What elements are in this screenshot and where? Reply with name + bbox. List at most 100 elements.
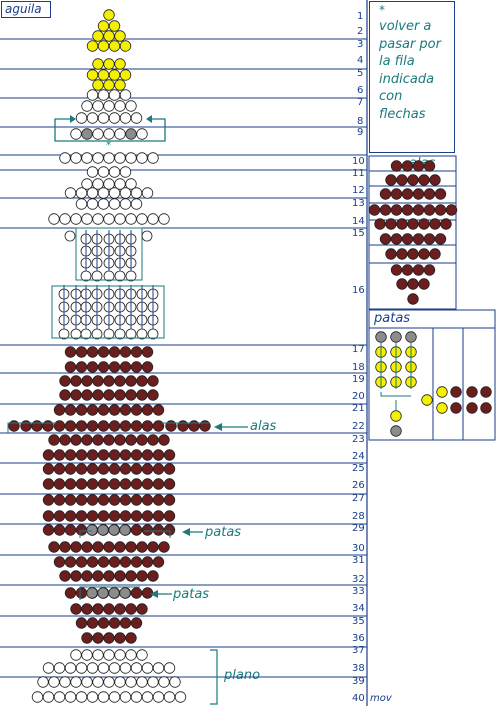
bead [130,662,143,674]
bead [152,478,165,490]
bead [130,112,143,124]
bead [92,632,104,644]
bead [114,152,126,164]
bead [81,676,93,688]
title-box: aguila [1,1,51,18]
bead [434,188,447,200]
bead [86,478,99,490]
bead [130,463,143,475]
bead [59,434,71,446]
bead [125,178,137,190]
bead [37,676,49,688]
bead [75,361,88,373]
bead [108,587,120,599]
bead [97,478,110,490]
bead [86,346,99,358]
bead [407,174,419,186]
bead [147,570,159,582]
patas-arrow-label-2: patas [173,587,210,602]
bead [108,69,121,81]
bead [158,434,170,446]
bead [125,213,137,225]
bead [103,541,115,553]
bead [136,434,148,446]
bead [86,691,99,703]
bead [92,570,104,582]
row-number: 33 [352,586,365,597]
bead [81,570,93,582]
bead [108,20,121,32]
row-number: 10 [352,156,365,167]
bead [130,587,143,599]
bead [64,556,77,568]
bead [75,494,88,506]
bead [31,420,43,432]
note-line-5: con [379,89,403,104]
bead [418,218,430,230]
bead [114,434,126,446]
bead [108,510,121,522]
bead [418,174,430,186]
bead [390,160,403,172]
thread-line [380,392,411,397]
patas-box-label: patas [374,311,411,326]
bead [368,204,381,216]
wing-bracket [7,422,56,433]
bead [429,218,441,230]
bead [97,166,110,178]
bead [119,691,132,703]
bead [97,187,110,199]
bead [42,449,55,461]
bead [136,649,148,661]
bead [59,676,71,688]
bead [374,218,386,230]
row-number: 12 [352,185,365,196]
bead [390,188,403,200]
bead [59,541,71,553]
bead [108,404,121,416]
bead [130,449,143,461]
row-number: 16 [352,285,365,296]
bead [114,649,126,661]
bead [91,328,103,340]
bead [130,478,143,490]
bead [92,58,104,70]
bead [125,270,137,282]
bead [130,494,143,506]
bead [103,328,115,340]
bead [80,328,92,340]
star-marker: * [106,140,111,151]
bead [163,510,176,522]
bead [42,691,55,703]
bead [450,402,462,414]
bead [31,691,44,703]
bead [163,463,176,475]
bead [119,198,132,210]
bead [141,404,154,416]
row-number: 4 [357,55,364,66]
bead [108,478,121,490]
bead [70,603,82,615]
note-line-4: indicada [379,71,435,87]
bead [136,676,148,688]
row-number: 15 [352,228,365,239]
bead [401,264,414,276]
bead [147,676,159,688]
bead [152,404,165,416]
bead [119,478,132,490]
neck-frame [75,227,143,281]
bead [136,128,148,140]
patas-bracket [79,586,140,600]
bead [125,603,137,615]
bead [48,541,60,553]
bead [130,404,143,416]
bead [48,434,60,446]
bead [412,204,425,216]
bead [141,230,153,242]
plano-arrow-label: plano [224,668,261,683]
bead [20,420,32,432]
bead [103,632,115,644]
bead [86,89,99,101]
bead [75,478,88,490]
bead [141,556,154,568]
